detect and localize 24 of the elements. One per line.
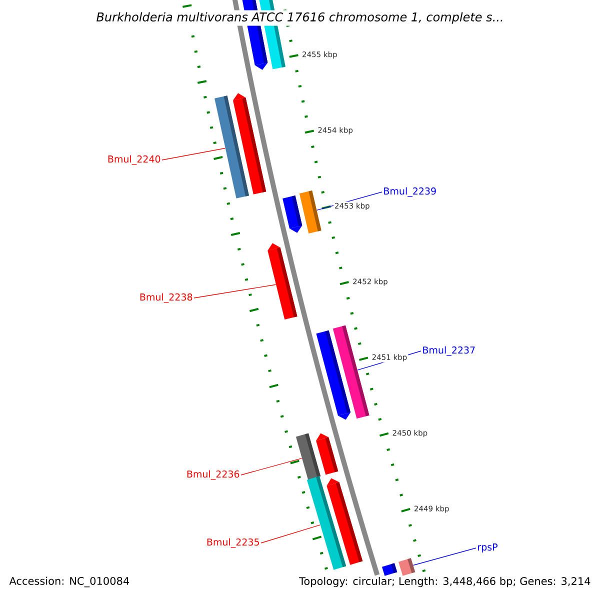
gene-label: Bmul_2239 [384, 187, 436, 197]
leader-line [162, 148, 226, 160]
gene-feature [232, 93, 266, 194]
gene-feature [282, 196, 302, 233]
leader-line [240, 458, 302, 476]
gene-label: Bmul_2235 [207, 538, 259, 548]
gene-feature [299, 190, 322, 234]
gene-feature [382, 563, 398, 576]
footer-text: Accession: NC_010084 [9, 576, 130, 588]
gene-feature [268, 243, 298, 320]
gene-label: Bmul_2238 [140, 293, 192, 303]
leader-line [412, 548, 476, 566]
footer-text: Topology: circular; Length: 3,448,466 bp; Genes: 3,214 [299, 576, 590, 588]
gene-label: Bmul_2240 [108, 155, 160, 165]
title: Burkholderia multivorans ATCC 17616 chromosome 1, complete s... [94, 10, 506, 26]
gene-label: Bmul_2237 [423, 346, 475, 356]
gene-feature [332, 325, 370, 419]
leader-line [260, 524, 320, 544]
gene-feature [326, 478, 363, 565]
gene-feature [398, 558, 416, 576]
gene-feature [316, 433, 338, 475]
gene-label: Bmul_2236 [187, 470, 240, 480]
gene-label: rpsP [478, 544, 498, 552]
leader-line [194, 284, 276, 298]
